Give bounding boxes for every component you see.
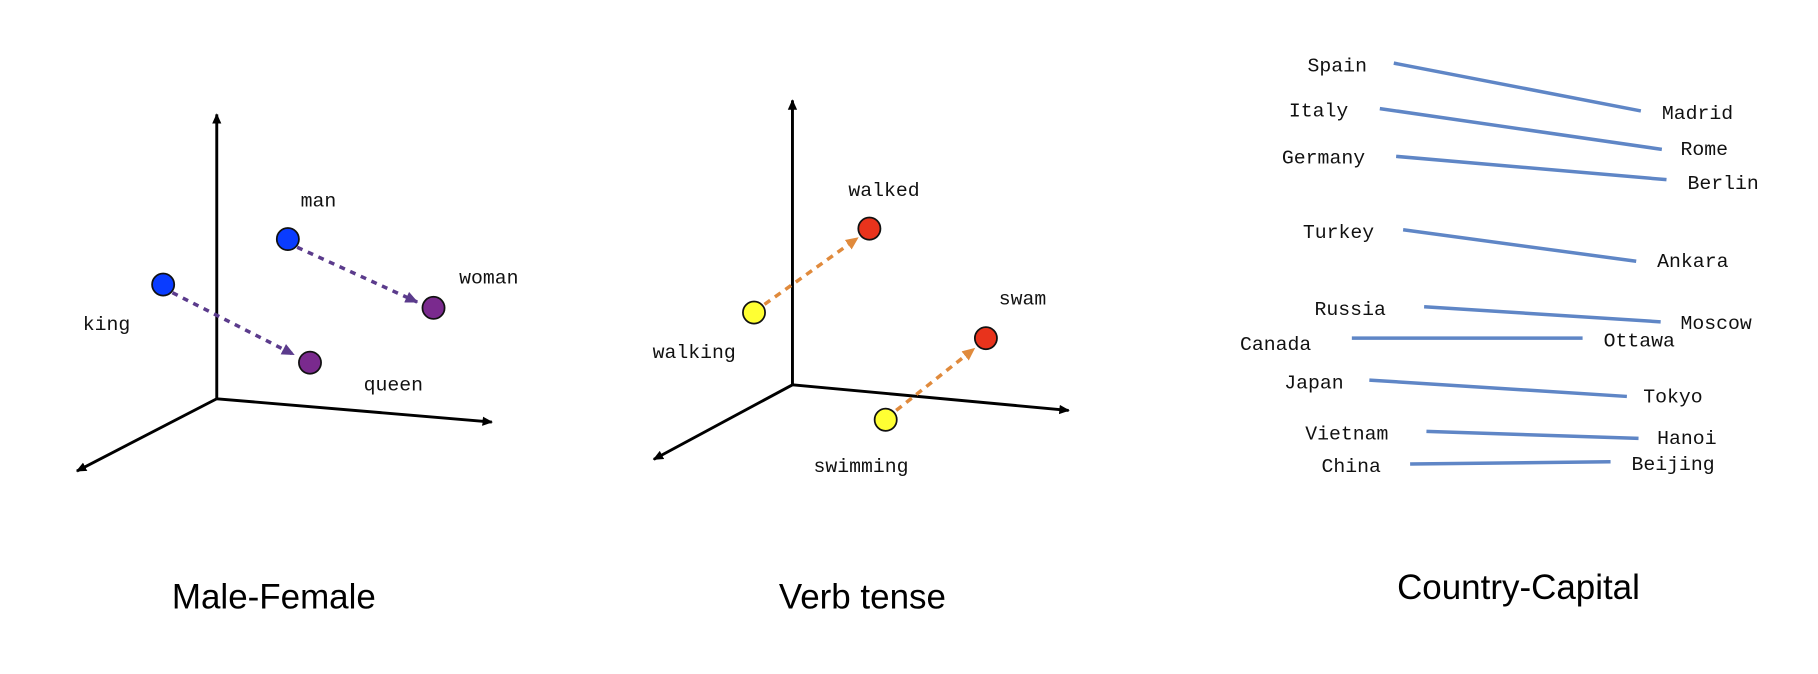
swimming-point [873, 407, 898, 432]
capital-label: Hanoi [1657, 428, 1716, 450]
verb-tense-panel: walked walking swam swimming Verb tense [652, 99, 1070, 617]
walking-walked-arrow [763, 236, 859, 306]
walked-point [857, 216, 882, 241]
capital-label: Ankara [1657, 251, 1728, 273]
country-capital-panel: SpainMadridItalyRomeGermanyBerlinTurkeyA… [1240, 55, 1759, 478]
male-female-panel: man woman king queen Male-Female [75, 113, 519, 617]
capital-label: Madrid [1662, 103, 1733, 125]
country-label: Germany [1282, 147, 1365, 169]
woman-point [421, 295, 446, 320]
country-capital-link [1369, 378, 1627, 399]
king-queen-arrow [171, 291, 295, 357]
country-capital-link [1402, 228, 1637, 263]
swimming-swam-arrow [895, 347, 976, 412]
country-capital-pair: China Beijing [1322, 454, 1715, 478]
label-swimming: swimming [813, 456, 908, 478]
z-axis [652, 383, 794, 461]
capital-label: Rome [1680, 139, 1728, 161]
x-axis [792, 383, 1070, 415]
label-king: king [83, 314, 131, 336]
country-label: Turkey [1303, 222, 1374, 244]
country-label: Russia [1315, 299, 1386, 321]
x-axis [216, 397, 493, 426]
capital-label: Berlin [1687, 173, 1758, 195]
country-label: Japan [1284, 372, 1343, 394]
country-capital-link [1393, 61, 1642, 113]
king-point [151, 272, 176, 297]
country-capital-link [1379, 106, 1663, 152]
country-capital-link [1426, 429, 1639, 441]
label-woman: woman [459, 267, 518, 289]
country-label: Canada [1240, 334, 1311, 356]
capital-label: Tokyo [1643, 386, 1702, 408]
z-axis [75, 397, 218, 473]
panel-title-male-female: Male-Female [172, 578, 376, 617]
queen-point [298, 350, 322, 375]
capital-label: Moscow [1680, 313, 1751, 335]
label-walking: walking [653, 342, 736, 364]
label-walked: walked [848, 180, 919, 202]
panel-title-verb-tense: Verb tense [779, 578, 946, 617]
label-queen: queen [364, 375, 423, 397]
man-woman-arrow [296, 245, 419, 304]
label-swam: swam [999, 288, 1047, 310]
country-label: Spain [1308, 55, 1367, 77]
country-capital-pair: Vietnam Hanoi [1305, 424, 1716, 451]
country-capital-link [1423, 304, 1661, 324]
country-capital-link [1395, 154, 1667, 182]
country-label: China [1322, 456, 1382, 478]
label-man: man [301, 190, 337, 212]
country-label: Vietnam [1305, 424, 1388, 446]
country-capital-link [1410, 459, 1611, 466]
panel-title-country-capital: Country-Capital [1397, 568, 1640, 607]
man-point [275, 227, 300, 252]
capital-label: Beijing [1632, 454, 1715, 476]
country-capital-pair: Canada Ottawa [1240, 330, 1675, 355]
walking-point [742, 300, 766, 325]
capital-label: Ottawa [1604, 330, 1675, 352]
country-label: Italy [1289, 101, 1349, 123]
swam-point [973, 326, 998, 351]
